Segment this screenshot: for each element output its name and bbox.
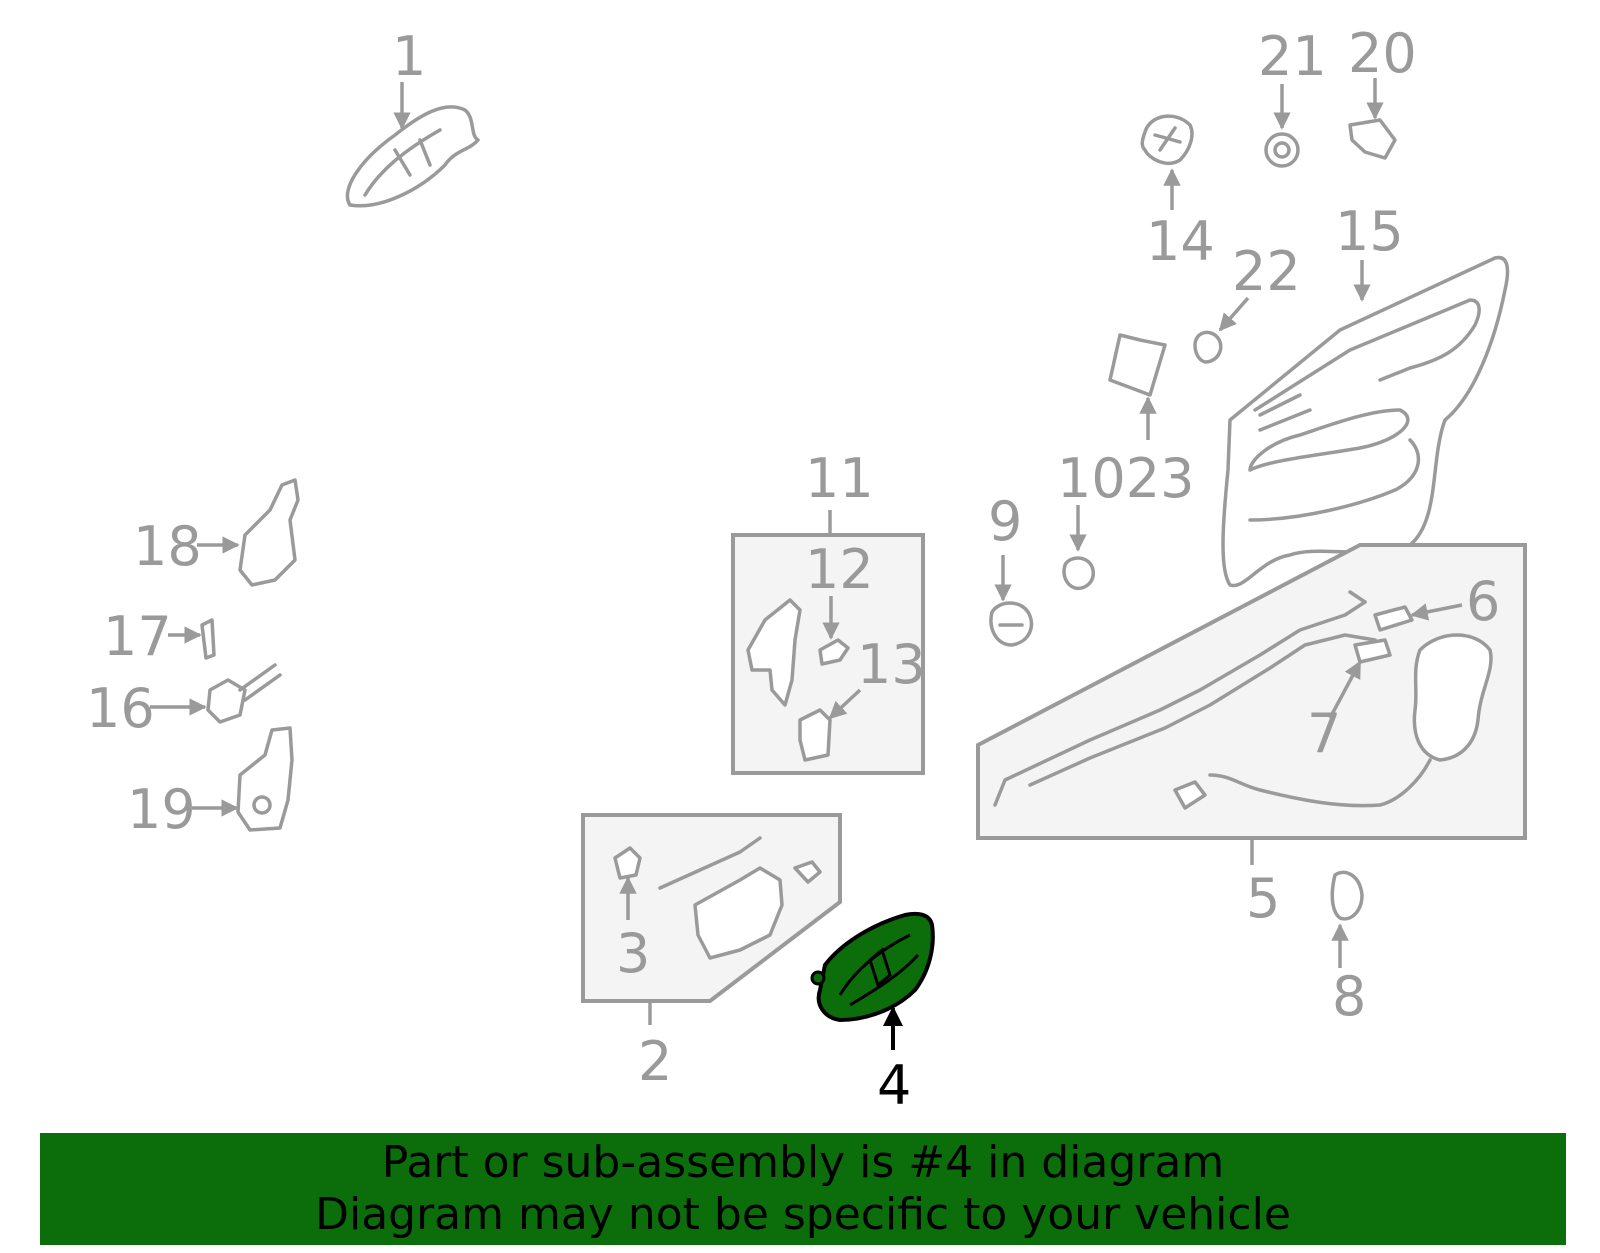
part-21-clip[interactable] [1264,84,1300,168]
label-14: 14 [1146,210,1215,273]
label-9: 9 [988,490,1022,553]
label-15: 15 [1335,200,1404,263]
label-1: 1 [392,25,426,88]
part-8-clip[interactable] [1330,870,1364,968]
part-17-pin[interactable] [168,618,216,660]
label-17: 17 [103,605,172,668]
part-20-grommet[interactable] [1348,78,1397,160]
part-1023-seal[interactable] [1108,333,1167,440]
part-14-bracket[interactable] [1140,114,1194,210]
label-3: 3 [616,922,650,985]
part-5-lock-assembly-box[interactable] [976,543,1527,865]
part-22-plug[interactable] [1193,296,1250,364]
label-8: 8 [1332,965,1366,1028]
info-banner-background [40,1133,1566,1245]
label-5: 5 [1246,867,1280,930]
label-13: 13 [857,633,926,696]
label-16: 16 [86,677,155,740]
label-18: 18 [133,515,202,578]
part-18-hinge-upper[interactable] [197,478,300,587]
part-15-door-trim[interactable] [1221,255,1510,588]
banner-line-1: Part or sub-assembly is #4 in diagram [381,1137,1225,1188]
part-2-latch-assembly-box[interactable] [581,813,842,1025]
label-1023: 1023 [1057,447,1194,510]
label-6: 6 [1466,570,1500,633]
part-10-clip[interactable] [1062,505,1095,591]
label-7: 7 [1307,702,1341,765]
part-19-hinge-lower[interactable] [192,726,294,832]
part-11-assembly-box[interactable] [731,510,925,775]
label-12: 12 [805,538,874,601]
part-9-clip[interactable] [989,555,1034,647]
part-16-door-check[interactable] [150,663,282,724]
label-4: 4 [877,1054,911,1117]
part-1-outer-handle[interactable] [345,82,480,208]
label-19: 19 [127,778,196,841]
label-11: 11 [805,447,874,510]
info-banner: Part or sub-assembly is #4 in diagram Di… [40,1133,1566,1245]
label-20: 20 [1348,22,1417,85]
label-22: 22 [1232,240,1301,303]
part-4-inner-handle-highlighted[interactable] [810,911,935,1050]
banner-line-2: Diagram may not be specific to your vehi… [315,1189,1291,1240]
label-21: 21 [1258,25,1327,88]
label-2: 2 [638,1030,672,1093]
